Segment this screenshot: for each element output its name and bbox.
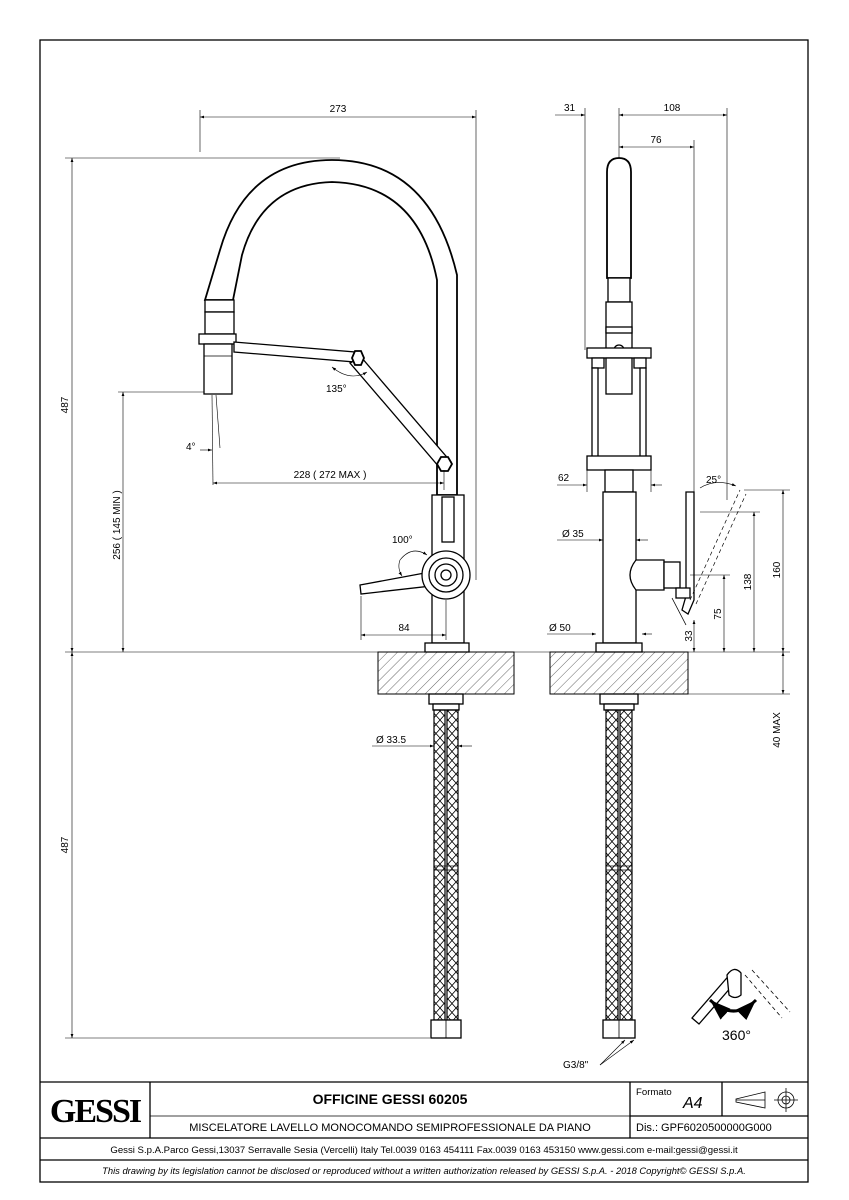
title-block: GESSI OFFICINE GESSI 60205 MISCELATORE L… xyxy=(40,1081,808,1176)
spray-head-collar xyxy=(198,333,237,345)
dim-dia-35: Ø 35 xyxy=(562,529,584,540)
arm-joint-upper xyxy=(351,350,365,366)
dim-62: 62 xyxy=(558,473,570,484)
sheet-frame xyxy=(39,39,809,1183)
projection-symbol-icon xyxy=(735,1088,798,1112)
dim-256: 256 ( 145 MIN ) xyxy=(112,490,123,559)
body-base xyxy=(424,642,470,653)
dim-228: 228 ( 272 MAX ) xyxy=(294,470,367,481)
dim-33: 33 xyxy=(684,630,695,642)
worktop-section-right xyxy=(549,651,689,695)
spray-head-ring-top xyxy=(204,299,235,313)
spray-head-outlet xyxy=(203,343,233,395)
dim-135deg: 135° xyxy=(326,384,347,395)
body-base-side xyxy=(595,642,643,653)
dim-dia-33-5: Ø 33.5 xyxy=(376,735,406,746)
lever-handle xyxy=(359,571,432,595)
worktop-section-left xyxy=(377,651,515,695)
dim-100deg: 100° xyxy=(392,535,413,546)
rotation-label: 360° xyxy=(722,1027,751,1043)
side-view: 31 108 76 62 25° Ø 35 Ø 50 33 75 138 xyxy=(547,103,790,1071)
dim-84: 84 xyxy=(398,623,410,634)
legal-notice: This drawing by its legislation cannot b… xyxy=(102,1165,746,1176)
dim-160: 160 xyxy=(772,561,783,578)
braided-hose-right-a xyxy=(605,709,619,1021)
dim-4deg: 4° xyxy=(186,442,196,453)
dim-138: 138 xyxy=(743,573,754,590)
dim-31: 31 xyxy=(564,103,576,114)
bracket-rod-left xyxy=(591,367,599,459)
support-arm-upper xyxy=(233,341,356,363)
dim-75: 75 xyxy=(713,608,724,620)
dim-g38: G3/8" xyxy=(563,1060,589,1071)
braided-hose-right-b xyxy=(619,709,633,1021)
company-info: Gessi S.p.A.Parco Gessi,13037 Serravalle… xyxy=(110,1145,738,1156)
drawing-number: Dis.: GPF6020500000G000 xyxy=(636,1122,772,1134)
gessi-logo: GESSI xyxy=(50,1093,142,1130)
dim-273: 273 xyxy=(330,104,347,115)
cartridge-side xyxy=(629,559,665,591)
bracket-rod-right xyxy=(639,367,647,459)
front-view: 273 487 487 256 ( 145 MIN ) 4° 228 ( 272… xyxy=(60,104,550,1039)
dim-487-top: 487 xyxy=(60,396,71,413)
rotate-arrow-icon xyxy=(708,998,758,1021)
dim-108: 108 xyxy=(664,103,681,114)
drawing-description: MISCELATORE LAVELLO MONOCOMANDO SEMIPROF… xyxy=(189,1122,591,1134)
support-arm-lower xyxy=(348,356,453,469)
braided-hose-left-a xyxy=(433,709,446,1021)
format-label: Formato xyxy=(636,1087,672,1098)
spray-head-ring xyxy=(204,311,235,335)
fixing-nut-side xyxy=(599,693,639,705)
bracket-top xyxy=(586,347,652,359)
dim-40max: 40 MAX xyxy=(772,712,783,748)
spout-side xyxy=(606,157,632,279)
spout-arch xyxy=(203,159,458,496)
drawing-title: OFFICINE GESSI 60205 xyxy=(313,1091,468,1107)
braided-hose-left-b xyxy=(446,709,459,1021)
rotation-symbol: 360° xyxy=(691,968,791,1043)
dim-76: 76 xyxy=(650,135,662,146)
arm-joint-lower xyxy=(435,456,454,472)
fixing-nut xyxy=(428,693,464,705)
dim-25deg: 25° xyxy=(706,475,721,486)
dim-dia-50: Ø 50 xyxy=(549,623,571,634)
dim-487-bottom: 487 xyxy=(60,836,71,853)
format-value: A4 xyxy=(682,1095,703,1112)
